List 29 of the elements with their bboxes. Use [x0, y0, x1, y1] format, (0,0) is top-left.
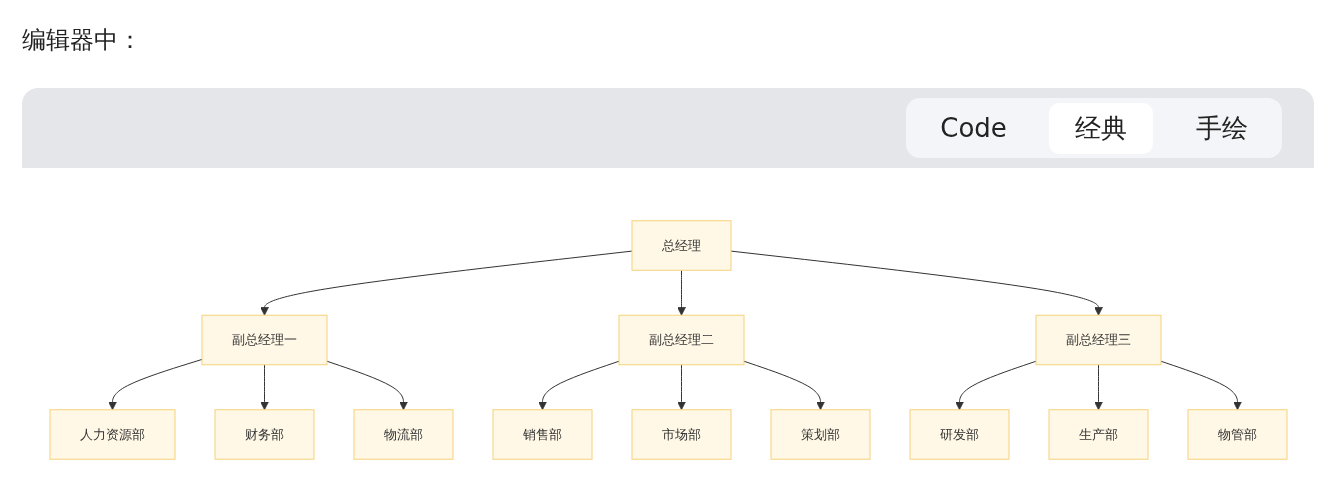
arrow [1093, 364, 1103, 411]
arrow [259, 364, 269, 411]
arrow [537, 360, 619, 411]
arrow [676, 269, 686, 316]
node-box: 总经理 [631, 220, 731, 271]
arrow [107, 358, 202, 411]
node-box: 物管部 [1187, 409, 1287, 460]
tab: 经典 [1049, 102, 1154, 154]
arrow [326, 360, 408, 411]
arrow [259, 250, 632, 316]
arrow [954, 360, 1036, 411]
arrow [1160, 360, 1242, 411]
paragraph-text: 编辑器中： [22, 25, 142, 56]
arrow [730, 250, 1103, 316]
tab: 手绘 [1169, 102, 1274, 154]
node-box: 研发部 [909, 409, 1009, 460]
node-box: 市场部 [631, 409, 731, 460]
node-box: 副总经理一 [201, 314, 327, 366]
node-box: 策划部 [770, 409, 870, 460]
node-box: 副总经理二 [618, 314, 744, 366]
node-box: 副总经理三 [1035, 314, 1161, 366]
node-box: 物流部 [353, 409, 453, 460]
node-box: 人力资源部 [49, 409, 175, 460]
node-box: 生产部 [1048, 409, 1148, 460]
arrow [743, 360, 825, 411]
tab: Code [914, 105, 1033, 151]
arrow [676, 364, 686, 411]
node-box: 销售部 [492, 409, 592, 460]
node-box: 财务部 [214, 409, 314, 460]
